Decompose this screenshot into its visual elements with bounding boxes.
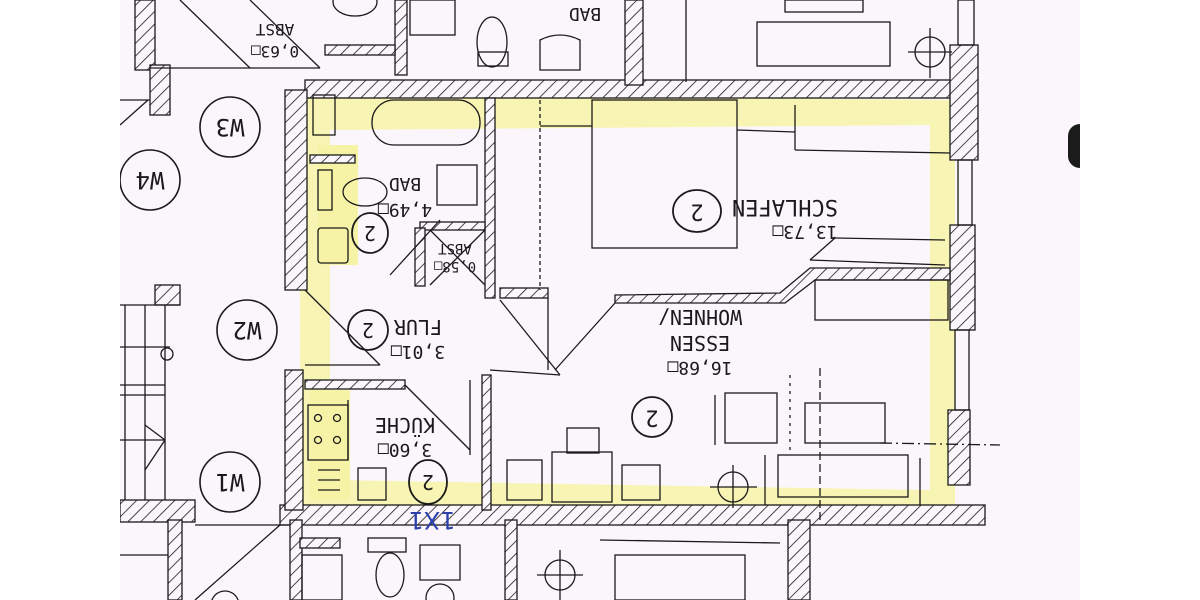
room-label-bad: BAD 4,49□ bbox=[378, 173, 432, 220]
svg-text:KÜCHE: KÜCHE bbox=[375, 413, 435, 437]
room-label-wohnen: WOHNEN/ ESSEN 16,68□ bbox=[658, 305, 742, 378]
svg-text:13,73□: 13,73□ bbox=[772, 221, 837, 242]
svg-text:2: 2 bbox=[690, 199, 703, 224]
room-labels: SCHLAFEN 13,73□ WOHNEN/ ESSEN 16,68□ BAD… bbox=[251, 3, 838, 460]
svg-text:1X1: 1X1 bbox=[409, 506, 456, 534]
svg-text:16,68□: 16,68□ bbox=[667, 357, 732, 378]
unit-marker-w4: W4 bbox=[120, 149, 181, 211]
svg-text:BAD: BAD bbox=[389, 173, 422, 194]
svg-text:2: 2 bbox=[645, 405, 658, 430]
svg-text:SCHLAFEN: SCHLAFEN bbox=[732, 194, 838, 219]
floor-plan-scan: W3 W4 W2 W1 SCHLAFEN 13,73□ WOHNEN/ ESSE… bbox=[120, 0, 1080, 600]
unit-marker-w3: W3 bbox=[199, 96, 261, 158]
svg-text:2: 2 bbox=[364, 221, 376, 245]
svg-text:0,63□: 0,63□ bbox=[251, 42, 300, 61]
svg-text:3,60□: 3,60□ bbox=[378, 439, 432, 460]
svg-text:ESSEN: ESSEN bbox=[670, 331, 730, 355]
svg-text:FLUR: FLUR bbox=[393, 315, 442, 339]
room-label-schlafen: SCHLAFEN 13,73□ bbox=[732, 194, 838, 242]
svg-text:W1: W1 bbox=[216, 468, 245, 496]
fixtures-and-furniture bbox=[120, 0, 1001, 600]
svg-text:4,49□: 4,49□ bbox=[378, 199, 432, 220]
svg-text:0,58□: 0,58□ bbox=[433, 258, 476, 274]
walls bbox=[120, 0, 986, 600]
svg-text:3,01□: 3,01□ bbox=[391, 341, 445, 362]
svg-text:WOHNEN/: WOHNEN/ bbox=[658, 305, 742, 329]
floor-plan-drawing: W3 W4 W2 W1 SCHLAFEN 13,73□ WOHNEN/ ESSE… bbox=[120, 0, 1001, 600]
marker-kueche: 2 bbox=[408, 459, 448, 505]
room-label-abst: ABST 0,58□ bbox=[433, 240, 476, 274]
scan-edge-mark bbox=[1068, 124, 1080, 168]
svg-text:2: 2 bbox=[422, 470, 434, 494]
marker-bad: 2 bbox=[351, 212, 389, 254]
unit-markers: W3 W4 W2 W1 bbox=[120, 96, 278, 513]
marker-schlafen: 2 bbox=[672, 189, 722, 233]
room-label-abst-top: ABST 0,63□ bbox=[251, 20, 300, 61]
svg-text:ABST: ABST bbox=[255, 20, 294, 39]
svg-text:W2: W2 bbox=[233, 316, 262, 344]
unit-marker-w2: W2 bbox=[216, 299, 278, 361]
room-count-markers: 2 2 2 2 2 bbox=[347, 189, 722, 505]
svg-text:W4: W4 bbox=[136, 166, 165, 194]
room-label-kueche: KÜCHE 3,60□ bbox=[375, 413, 435, 460]
unit-marker-w1: W1 bbox=[199, 451, 261, 513]
pen-annotation: 1X1 bbox=[409, 506, 456, 534]
marker-flur: 2 bbox=[347, 309, 389, 351]
apartment-highlight bbox=[300, 95, 955, 520]
svg-text:BAD: BAD bbox=[569, 3, 602, 24]
svg-text:W3: W3 bbox=[216, 113, 245, 141]
svg-text:ABST: ABST bbox=[438, 240, 472, 256]
svg-text:2: 2 bbox=[362, 318, 374, 342]
room-label-flur: FLUR 3,01□ bbox=[391, 315, 445, 362]
marker-wohnen: 2 bbox=[631, 396, 673, 438]
room-label-bad-top: BAD bbox=[569, 3, 602, 24]
